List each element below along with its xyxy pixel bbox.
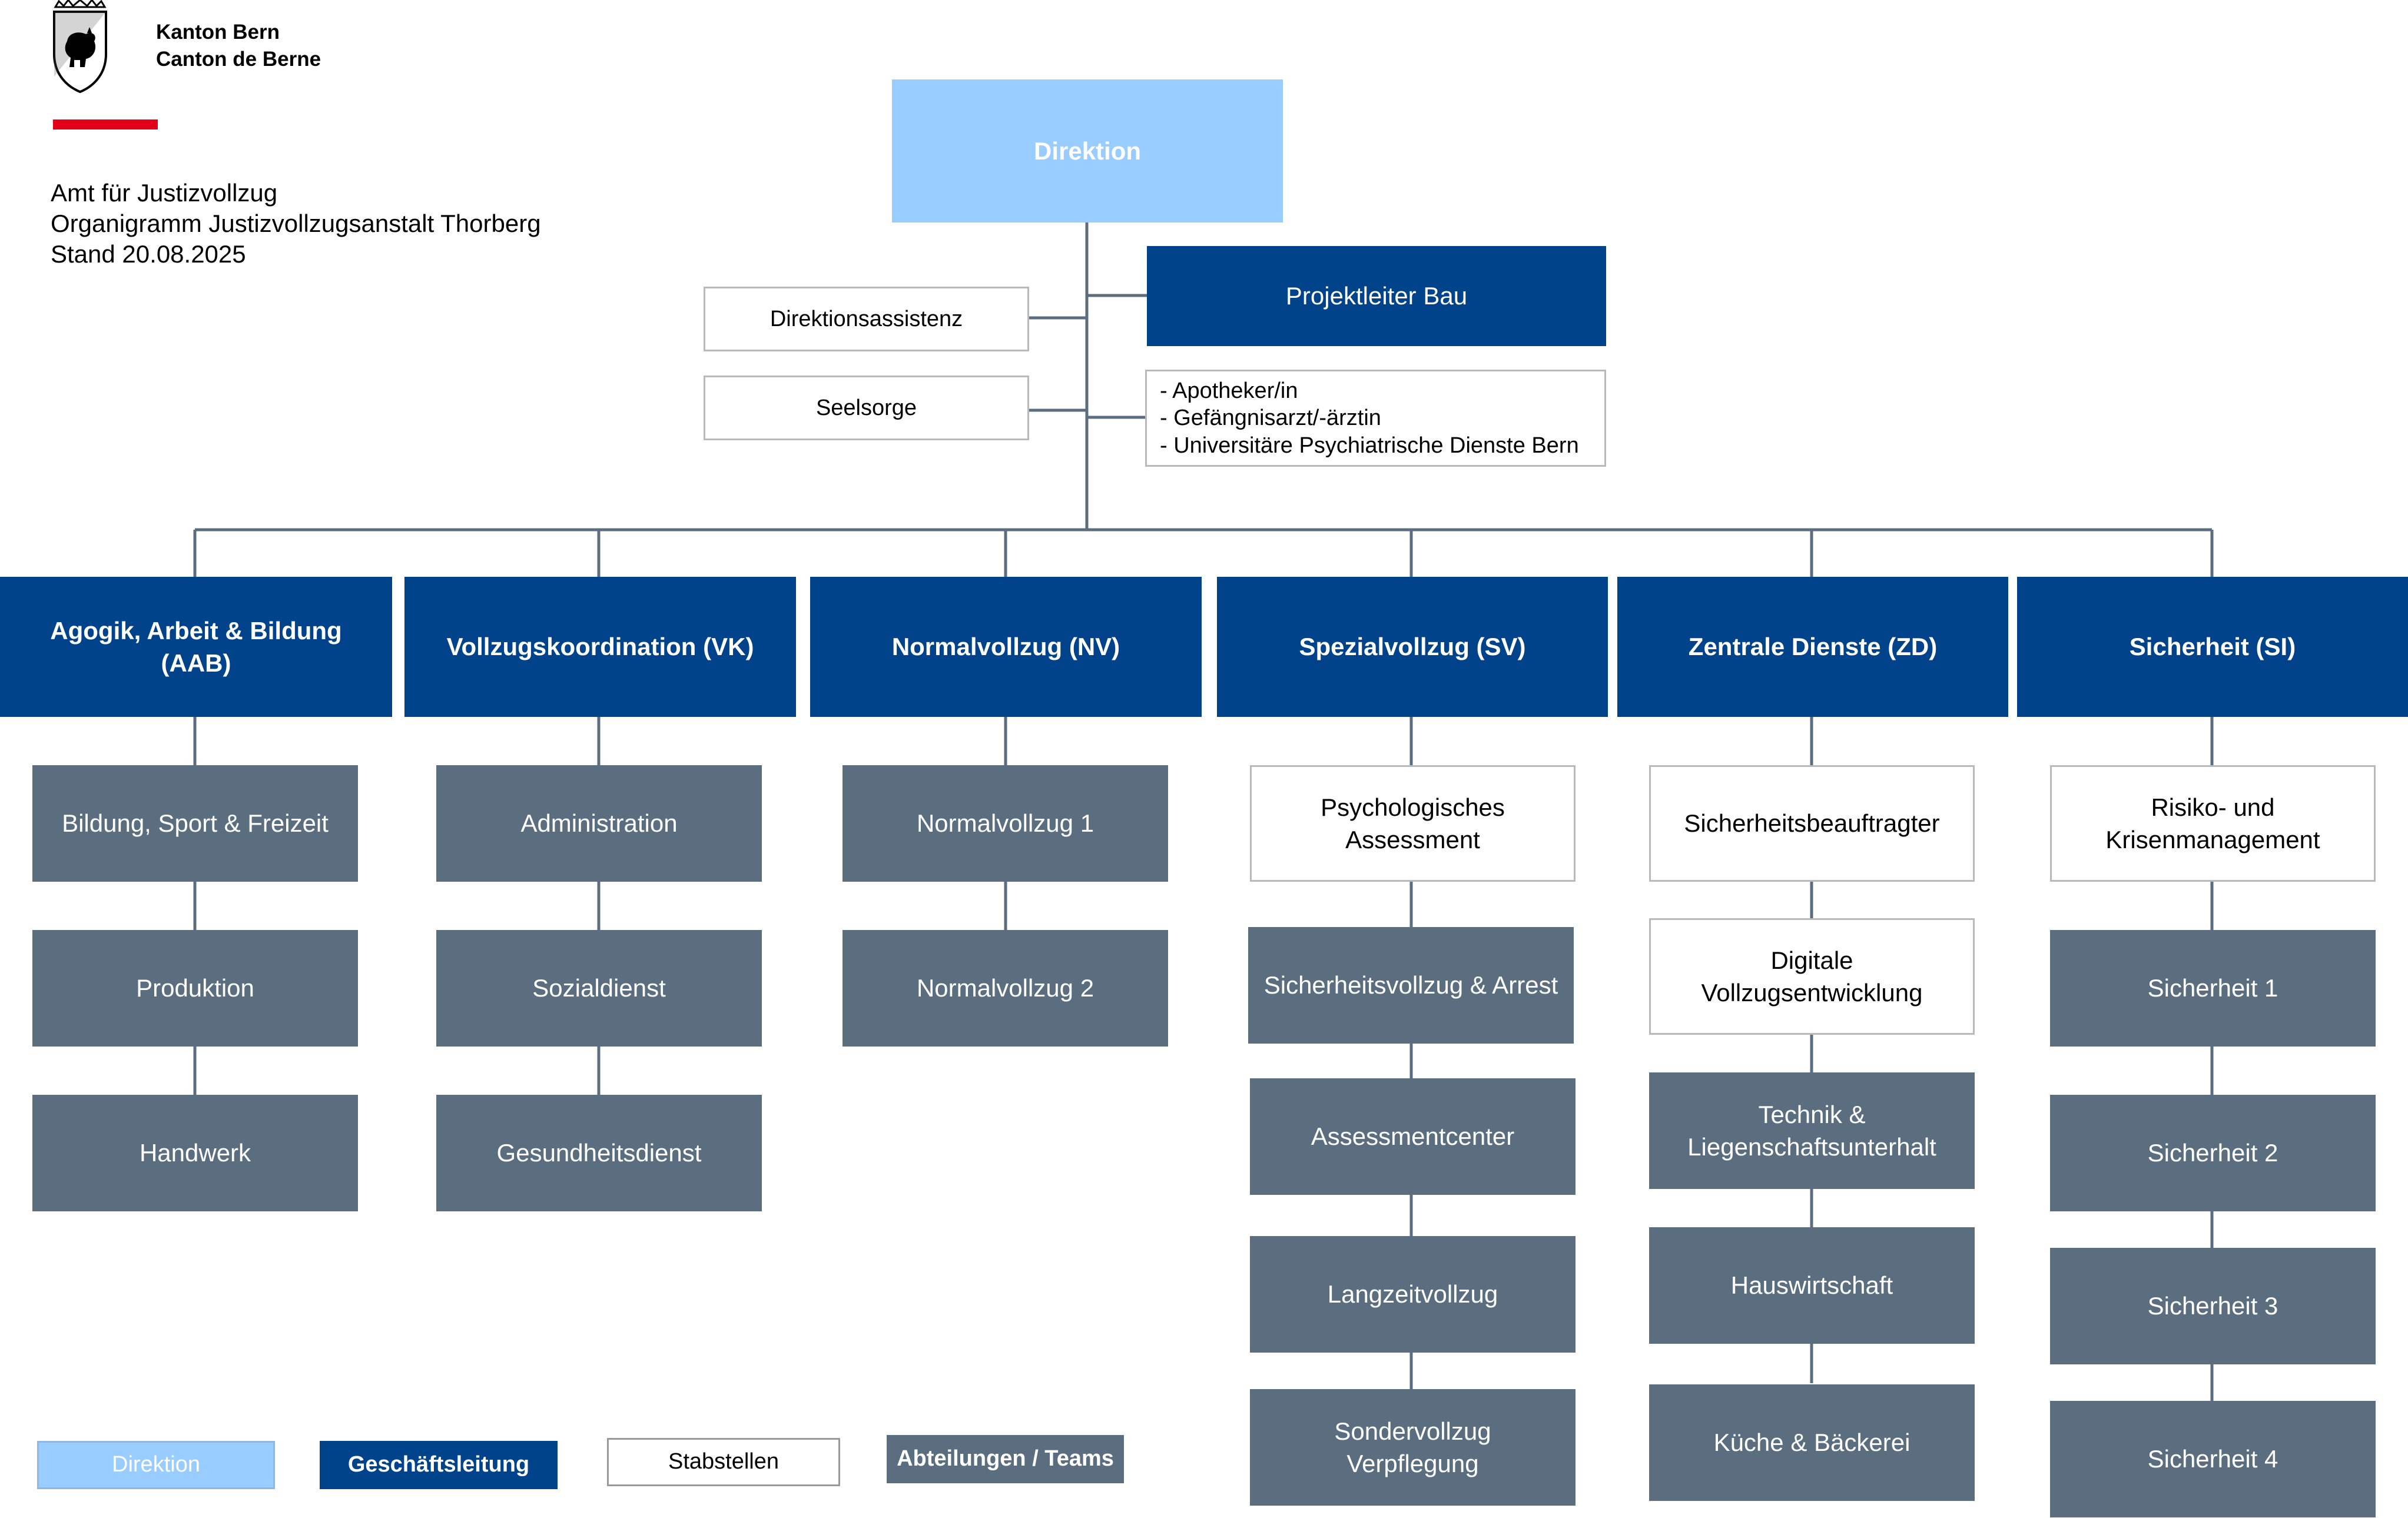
dept-aab: Agogik, Arbeit & Bildung (AAB) <box>0 577 392 717</box>
team-sicherheitsvollzug-arrest: Sicherheitsvollzug & Arrest <box>1248 927 1574 1044</box>
legend-geschaeftsleitung: Geschäftsleitung <box>320 1441 558 1489</box>
legend-abteilungen-teams: Abteilungen / Teams <box>887 1435 1124 1483</box>
team-langzeitvollzug: Langzeitvollzug <box>1250 1236 1576 1353</box>
team-sondervollzug-verpflegung: Sondervollzug Verpflegung <box>1250 1389 1576 1506</box>
team-normalvollzug-1: Normalvollzug 1 <box>843 765 1168 882</box>
team-hauswirtschaft: Hauswirtschaft <box>1649 1227 1975 1344</box>
node-seelsorge: Seelsorge <box>704 376 1029 440</box>
team-administration: Administration <box>436 765 762 882</box>
stab-sicherheitsbeauftragter: Sicherheitsbeauftragter <box>1649 765 1975 882</box>
dept-si: Sicherheit (SI) <box>2017 577 2408 717</box>
page-title-block: Amt für Justizvollzug Organigramm Justiz… <box>51 179 541 268</box>
stab-psychologisches-assessment: Psychologisches Assessment <box>1250 765 1576 882</box>
team-sicherheit-4: Sicherheit 4 <box>2050 1401 2376 1517</box>
legend-direktion: Direktion <box>37 1441 275 1489</box>
team-gesundheitsdienst: Gesundheitsdienst <box>436 1095 762 1211</box>
team-sicherheit-2: Sicherheit 2 <box>2050 1095 2376 1211</box>
team-handwerk: Handwerk <box>32 1095 358 1211</box>
team-sicherheit-3: Sicherheit 3 <box>2050 1248 2376 1364</box>
node-projektleiter-bau: Projektleiter Bau <box>1147 246 1606 346</box>
brand-red-bar <box>53 119 158 129</box>
dept-nv: Normalvollzug (NV) <box>810 577 1202 717</box>
team-technik-liegenschaftsunterhalt: Technik & Liegenschaftsunterhalt <box>1649 1072 1975 1189</box>
stab-risiko-krisenmanagement: Risiko- und Krisenmanagement <box>2050 765 2376 882</box>
org-name: Kanton Bern Canton de Berne <box>156 21 321 71</box>
node-direktionsassistenz: Direktionsassistenz <box>704 287 1029 351</box>
team-normalvollzug-2: Normalvollzug 2 <box>843 930 1168 1047</box>
dept-zd: Zentrale Dienste (ZD) <box>1617 577 2008 717</box>
team-sicherheit-1: Sicherheit 1 <box>2050 930 2376 1047</box>
node-direktion: Direktion <box>892 79 1283 222</box>
team-kueche-baeckerei: Küche & Bäckerei <box>1649 1384 1975 1501</box>
stab-digitale-vollzugsentwicklung: Digitale Vollzugsentwicklung <box>1649 918 1975 1035</box>
legend-stabstellen: Stabstellen <box>607 1438 840 1486</box>
dept-sv: Spezialvollzug (SV) <box>1217 577 1608 717</box>
bern-coat-of-arms-logo <box>53 0 107 94</box>
team-assessmentcenter: Assessmentcenter <box>1250 1078 1576 1195</box>
dept-vk: Vollzugskoordination (VK) <box>404 577 796 717</box>
team-produktion: Produktion <box>32 930 358 1047</box>
team-bildung-sport-freizeit: Bildung, Sport & Freizeit <box>32 765 358 882</box>
node-medizinische-dienste: - Apotheker/in - Gefängnisarzt/-ärztin -… <box>1145 370 1606 467</box>
team-sozialdienst: Sozialdienst <box>436 930 762 1047</box>
